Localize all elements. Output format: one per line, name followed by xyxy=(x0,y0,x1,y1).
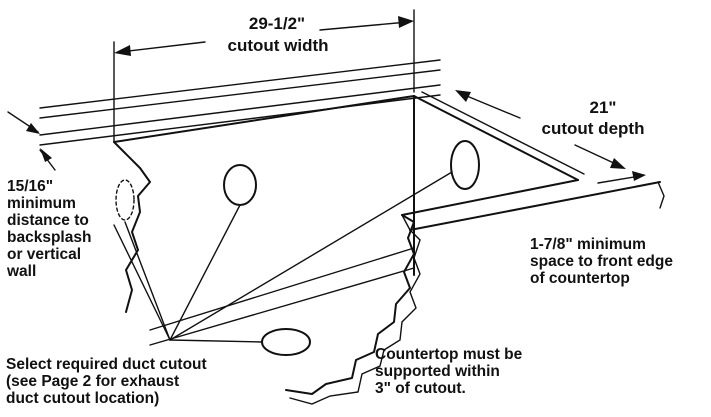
bottom-break-edge xyxy=(285,214,415,395)
countertop-front-edge-lower xyxy=(409,181,661,231)
width-arrow-right-line xyxy=(319,21,409,31)
depth-value-label: 21" xyxy=(589,98,617,117)
left-break-edge xyxy=(113,141,151,313)
backsplash-line-4: backsplash xyxy=(7,229,92,246)
support-line-2: supported within xyxy=(375,363,500,380)
front-edge-arrow-head xyxy=(632,171,646,181)
depth-arrow-top-head xyxy=(455,90,471,102)
leader-extra xyxy=(113,224,171,341)
backsplash-arrow-bottom-head xyxy=(40,148,52,162)
countertop-corner xyxy=(401,214,411,231)
front-edge-line-1: 1-7/8" minimum xyxy=(530,236,646,253)
backsplash-arrow-top-head xyxy=(26,123,40,134)
width-arrow-left-head xyxy=(114,45,131,56)
panel-line-2 xyxy=(149,267,415,346)
countertop-front-edge xyxy=(401,179,579,216)
duct-line-2: (see Page 2 for exhaust xyxy=(6,373,180,390)
support-line-3: 3" of cutout. xyxy=(375,380,466,397)
leader-left-wall xyxy=(124,221,171,341)
front-edge-arrow-line xyxy=(597,175,641,184)
wall-line-3 xyxy=(39,84,441,136)
cutout-back-edge xyxy=(113,95,415,143)
front-edge-line-2: space to front edge xyxy=(530,253,673,270)
duct-cutout-back-left xyxy=(223,164,257,206)
front-edge-line-3: of countertop xyxy=(530,270,630,287)
backsplash-line-5: or vertical xyxy=(7,246,82,263)
wall-line-top xyxy=(39,59,441,109)
width-arrow-left-line xyxy=(119,41,206,53)
duct-cutout-right-wall xyxy=(450,140,480,190)
backsplash-line-6: wall xyxy=(7,263,37,280)
wall-line-2 xyxy=(39,69,441,119)
duct-line-1: Select required duct cutout xyxy=(6,356,207,373)
backsplash-line-2: minimum xyxy=(7,195,76,212)
width-value-label: 29-1/2" xyxy=(248,14,306,33)
duct-cutout-left-wall-hidden xyxy=(115,179,135,221)
cutout-right-edge-inner xyxy=(421,91,585,175)
depth-text-label: cutout depth xyxy=(541,119,645,138)
cutout-right-edge xyxy=(413,95,579,181)
width-arrow-right-head xyxy=(398,16,414,28)
wall-line-4 xyxy=(39,94,441,146)
leader-back-left xyxy=(169,204,241,341)
backsplash-line-3: distance to xyxy=(7,212,89,229)
leader-bottom xyxy=(169,339,263,343)
panel-line-1 xyxy=(149,247,415,331)
duct-line-3: duct cutout location) xyxy=(6,390,160,407)
duct-cutout-bottom xyxy=(261,328,311,356)
bottom-break-edge-thickness xyxy=(289,229,421,405)
backsplash-line-1: 15/16" xyxy=(7,178,54,195)
width-text-label: cutout width xyxy=(227,36,329,55)
depth-arrow-bottom-head xyxy=(610,158,626,169)
support-line-1: Countertop must be xyxy=(375,346,523,363)
depth-arrow-top-line xyxy=(461,93,521,119)
front-edge-leader xyxy=(657,181,665,209)
leader-right-wall xyxy=(169,171,453,341)
depth-arrow-bottom-line xyxy=(574,144,619,166)
